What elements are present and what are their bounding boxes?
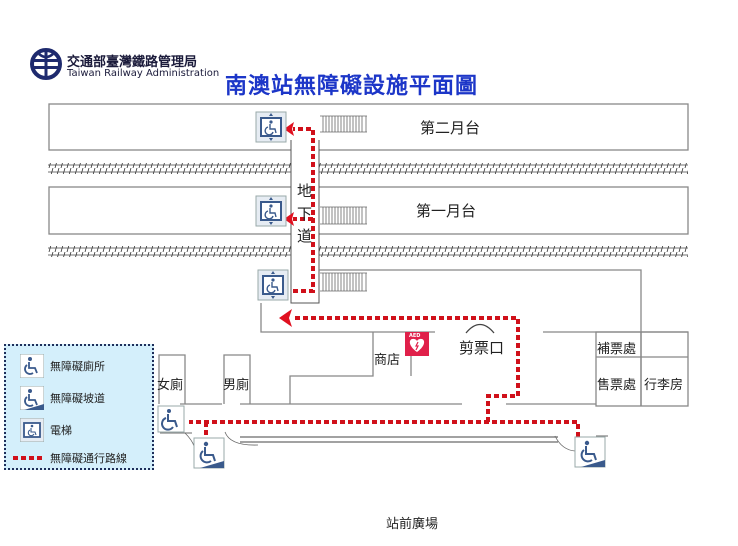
womens-restroom-label: 女廁 [157,378,184,393]
accessible-restroom-icon [20,354,44,378]
legend-label-ramp: 無障礙坡道 [50,392,105,405]
route-arrowheads [279,122,294,327]
legend-label-restroom: 無障礙廁所 [50,360,105,373]
accessible-restroom-icon [157,405,185,433]
aed-label: AED [409,333,421,339]
stairs-platform-2 [320,115,367,133]
accessible-ramp-icon [20,386,44,410]
ramp-right [574,436,606,468]
platform-1-label: 第一月台 [416,202,477,220]
platform-2 [48,103,689,151]
elevator-station [257,269,289,301]
elevator-platform-1 [255,195,287,227]
underpass-label-1: 地 [297,182,313,200]
track-1 [48,163,688,174]
legend-label-route: 無障礙通行路線 [50,452,127,465]
tra-logo [30,48,62,80]
stairs-station [320,272,367,292]
platform-1 [48,186,689,235]
luggage-room-label: 行李房 [644,378,684,393]
fare-adjustment-label: 補票處 [597,342,637,357]
aed-icon [405,332,429,356]
station-walls [158,269,689,452]
elevator-icon [20,418,44,442]
shop-label: 商店 [374,353,401,368]
page-title: 南澳站無障礙設施平面圖 [225,74,479,99]
arrow-to-underpass [279,309,292,327]
legend: 無障礙廁所 無障礙坡道 電梯 無障礙通行路線 [4,344,154,470]
platform-2-label: 第二月台 [420,119,481,137]
accessible-route [189,127,580,437]
track-2 [48,246,688,257]
arrow-to-elevator-1 [284,212,294,226]
legend-item-elevator: 電梯 [20,418,72,442]
underpass-label-2: 下 [297,205,313,223]
legend-item-route: 無障礙通行路線 [12,450,127,466]
org-name-en: Taiwan Railway Administration [67,68,220,79]
legend-item-ramp: 無障礙坡道 [20,386,105,410]
legend-item-restroom: 無障礙廁所 [20,354,105,378]
ticket-office-label: 售票處 [597,378,637,393]
legend-label-elevator: 電梯 [50,424,72,437]
underpass-label-3: 道 [297,227,313,245]
arrow-to-elevator-2 [284,122,294,136]
mens-restroom-label: 男廁 [223,378,250,393]
accessible-route-icon [13,456,43,460]
station-plaza-label: 站前廣場 [386,517,439,532]
ramp-left [193,437,225,469]
elevator-platform-2 [255,111,287,143]
stairs-platform-1 [320,206,367,225]
ticket-gate-label: 剪票口 [459,339,505,357]
tra-logo-icon [30,48,62,80]
org-name-zh: 交通部臺灣鐵路管理局 [67,55,198,70]
